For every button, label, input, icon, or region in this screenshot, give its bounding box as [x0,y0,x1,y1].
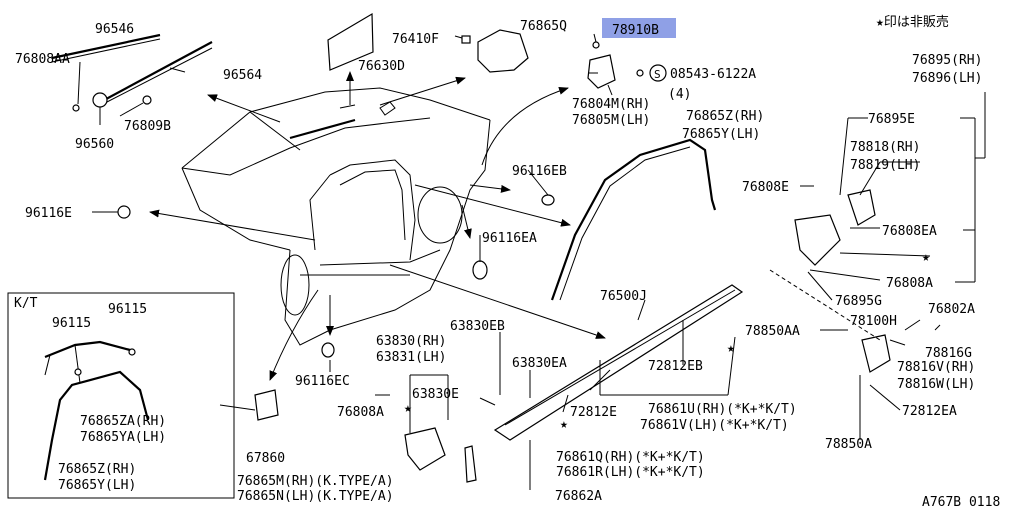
label-78850AA: 78850AA [745,324,800,339]
label-72812EB: 72812EB [648,359,703,374]
highlight-78910B [602,18,676,38]
label-76895RH: 76895(RH) [912,53,982,68]
label-63830EA: 63830EA [512,356,567,371]
label-72812E: 72812E [570,405,617,420]
label-96546: 96546 [95,22,134,37]
kt-label-96115-b: 96115 [108,302,147,317]
label-76865Q: 76865Q [520,19,567,34]
label-76808A-left: 76808A [337,405,384,420]
label-76861V: 76861V(LH)(*K+*K/T) [640,418,789,433]
label-76865Y-top: 76865Y(LH) [682,127,760,142]
star-marker-right: ★ [922,250,930,265]
kt-label-76865Y: 76865Y(LH) [58,478,136,493]
mud-guard-right [794,214,841,266]
label-76805M: 76805M(LH) [572,113,650,128]
kt-inset [7,292,235,499]
label-76808A-right: 76808A [886,276,933,291]
label-78816V: 78816V(RH) [897,360,975,375]
label-67860: 67860 [246,451,285,466]
mirror-base-shape [477,29,529,73]
kt-label-76865ZA: 76865ZA(RH) [80,414,166,429]
label-76895E: 76895E [868,112,915,127]
label-78818: 78818(RH) [850,140,920,155]
label-08543-qty: (4) [668,87,691,102]
label-72812EA: 72812EA [902,404,957,419]
label-63830EB: 63830EB [450,319,505,334]
door-sash-molding [550,138,717,301]
label-78100H: 78100H [850,314,897,329]
label-76861R: 76861R(LH)(*K+*K/T) [556,465,705,480]
label-76865M: 76865M(RH)(K.TYPE/A) [237,474,394,489]
label-96116EC: 96116EC [295,374,350,389]
mirror-glass-shape [327,12,374,71]
label-78850A: 78850A [825,437,872,452]
label-63830RH: 63830(RH) [376,334,446,349]
wiper-antenna-group [51,33,356,140]
star-marker-mudguard: ★ [404,401,412,416]
label-96116EB: 96116EB [512,164,567,179]
label-96560: 96560 [75,137,114,152]
label-76802A: 76802A [928,302,975,317]
label-63831LH: 63831(LH) [376,350,446,365]
kt-box-title: K/T [14,296,38,311]
label-76861Q: 76861Q(RH)(*K+*K/T) [556,450,705,465]
label-96116E: 96116E [25,206,72,221]
label-76809B: 76809B [124,119,171,134]
label-78816W: 78816W(LH) [897,377,975,392]
part-number-labels: 96546 76808AA 96564 76809B 96560 76630D … [14,14,1000,510]
label-76410F: 76410F [392,32,439,47]
label-78910B: 78910B [612,23,659,38]
mud-guard-left [404,427,446,471]
label-76861U: 76861U(RH)(*K+*K/T) [648,402,797,417]
label-76808EA: 76808EA [882,224,937,239]
label-96564: 96564 [223,68,262,83]
label-76865N: 76865N(LH)(K.TYPE/A) [237,489,394,504]
label-08543: 08543-6122A [670,67,756,82]
label-76808E: 76808E [742,180,789,195]
label-63830E: 63830E [412,387,459,402]
label-78816G: 78816G [925,346,972,361]
label-78819: 78819(LH) [850,158,920,173]
car-body [181,87,491,346]
kt-label-76865YA: 76865YA(LH) [80,430,166,445]
label-76896LH: 76896(LH) [912,71,982,86]
star-marker-lower: ★ [560,417,568,432]
svg-text:S: S [654,68,661,81]
label-76500J: 76500J [600,289,647,304]
diagram-id: A767B 0118 [922,495,1000,510]
star-marker-sill: ★ [727,341,735,356]
label-76804M: 76804M(RH) [572,97,650,112]
label-96116EA: 96116EA [482,231,537,246]
label-76808AA: 76808AA [15,52,70,67]
screw-symbol-S [649,64,667,82]
clip-shape-76410F [461,35,471,44]
label-76865Z-top: 76865Z(RH) [686,109,764,124]
kt-label-96115-a: 96115 [52,316,91,331]
seal-shape-67860 [254,389,279,421]
bracket-shape-76804M [587,54,616,89]
mud-guard-bracket [861,334,891,373]
label-76862A: 76862A [555,489,602,504]
not-for-sale-note: ★印は非販売 [876,14,949,30]
kt-label-76865Z: 76865Z(RH) [58,462,136,477]
leader-lines [77,33,986,490]
side-sill-molding [493,284,744,441]
label-76630D: 76630D [358,59,405,74]
label-76895G: 76895G [835,294,882,309]
